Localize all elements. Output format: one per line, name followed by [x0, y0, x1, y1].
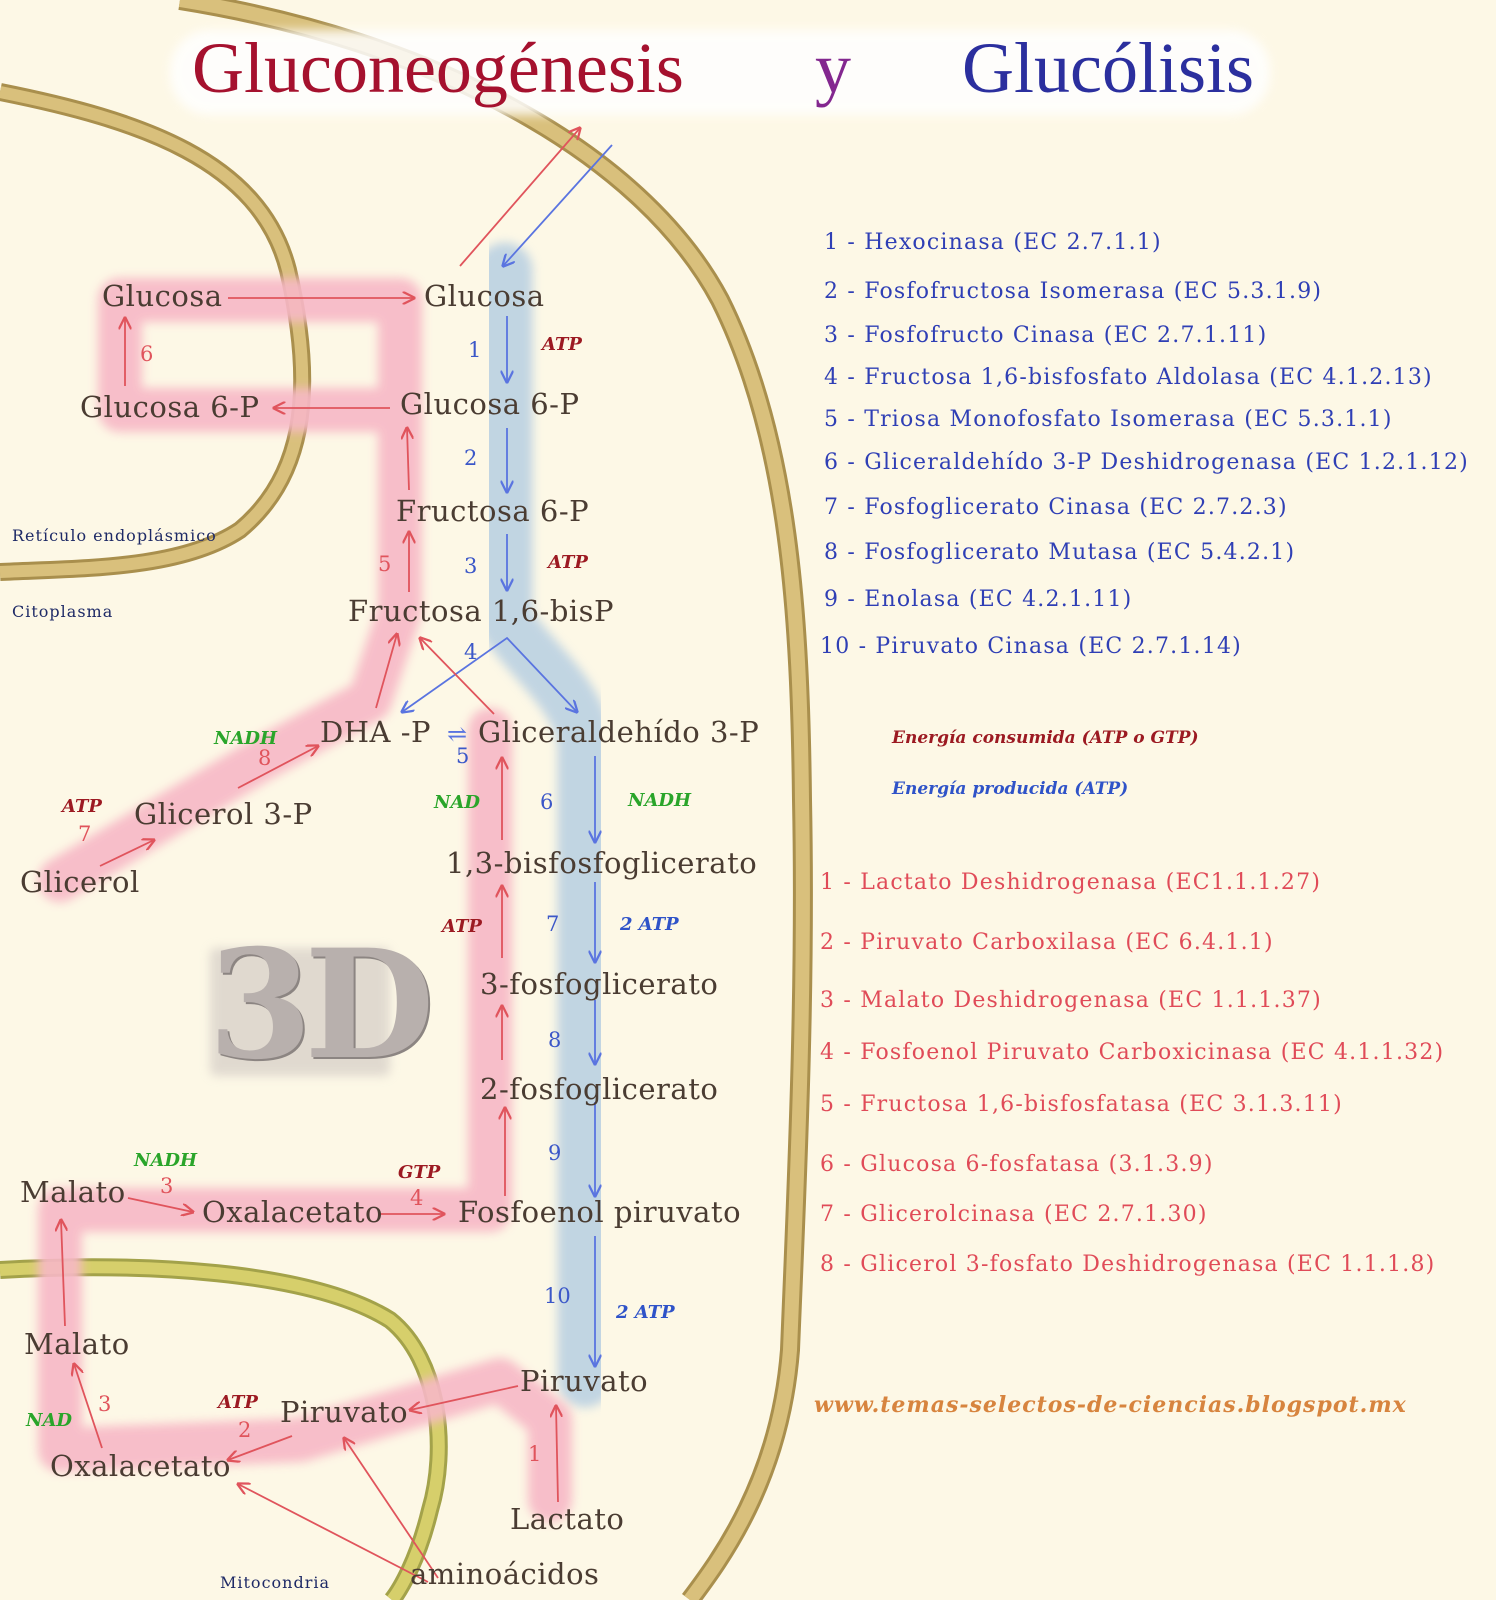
glycolysis-enzyme-item: 6 - Gliceraldehído 3-P Deshidrogenasa (E… — [824, 450, 1469, 475]
glycolysis-enzyme-item: 2 - Fosfofructosa Isomerasa (EC 5.3.1.9) — [824, 279, 1323, 304]
metabolite-dhap: DHA -P — [320, 715, 432, 749]
glycolysis-step-4: 4 — [464, 640, 478, 664]
gng-step-1: 1 — [528, 1442, 542, 1466]
legend-energy-consumed: Energía consumida (ATP o GTP) — [892, 728, 1199, 748]
gluconeogenesis-enzyme-item: 2 - Piruvato Carboxilasa (EC 6.4.1.1) — [820, 930, 1274, 955]
glycolysis-enzyme-item: 10 - Piruvato Cinasa (EC 2.7.1.14) — [820, 634, 1242, 659]
title-gluconeogenesis: Gluconeogénesis — [192, 28, 684, 108]
metabolite-2-phosphoglycerate: 2-fosfoglicerato — [480, 1072, 719, 1106]
metabolite-oxaloacetate-mitochondria: Oxalacetato — [50, 1449, 231, 1483]
glycolysis-enzyme-item: 4 - Fructosa 1,6-bisfosfato Aldolasa (EC… — [824, 365, 1433, 390]
metabolite-malate-mitochondria: Malato — [24, 1327, 130, 1361]
gluconeogenesis-enzyme-item: 3 - Malato Deshidrogenasa (EC 1.1.1.37) — [820, 988, 1322, 1013]
cofactor-gtp-pepck: GTP — [398, 1162, 441, 1183]
metabolite-glucose-6p-er: Glucosa 6-P — [80, 390, 260, 424]
glycolysis-step-9: 9 — [548, 1141, 562, 1165]
cofactor-nadh-g3pdh: NADH — [214, 728, 278, 749]
metabolite-fructose-6p: Fructosa 6-P — [396, 494, 590, 528]
cofactor-nadh-gapdh: NADH — [628, 790, 692, 811]
glycolysis-enzyme-item: 9 - Enolasa (EC 4.2.1.11) — [824, 587, 1133, 612]
gng-step-6: 6 — [140, 342, 154, 366]
gluconeogenesis-enzyme-item: 6 - Glucosa 6-fosfatasa (3.1.3.9) — [820, 1152, 1214, 1177]
metabolite-phosphoenolpyruvate: Fosfoenol piruvato — [458, 1195, 742, 1229]
gluconeogenesis-enzyme-item: 1 - Lactato Deshidrogenasa (EC1.1.1.27) — [820, 870, 1322, 895]
metabolite-glycerol-3p: Glicerol 3-P — [134, 797, 313, 831]
metabolite-glycerol: Glicerol — [20, 865, 140, 899]
region-mitochondria-label: Mitocondria — [220, 1573, 331, 1592]
title-and: y — [815, 28, 851, 108]
metabolite-13-bisphosphoglycerate: 1,3-bisfosfoglicerato — [446, 846, 758, 880]
metabolite-glucose-er: Glucosa — [102, 279, 223, 313]
cofactor-nadh-mdh: NADH — [134, 1150, 198, 1171]
glycolysis-glow — [477, 242, 613, 1408]
metabolite-aminoacids: aminoácidos — [410, 1557, 600, 1591]
cofactor-atp-pgk-gng: ATP — [442, 916, 482, 937]
glycolysis-enzyme-item: 1 - Hexocinasa (EC 2.7.1.1) — [824, 230, 1162, 255]
gng-step-5: 5 — [378, 552, 392, 576]
glycolysis-enzyme-item: 3 - Fosfofructo Cinasa (EC 2.7.1.11) — [824, 323, 1268, 348]
legend-energy-produced: Energía producida (ATP) — [892, 779, 1129, 799]
metabolite-pyruvate-mitochondria: Piruvato — [280, 1395, 409, 1429]
glycolysis-enzyme-item: 7 - Fosfoglicerato Cinasa (EC 2.7.2.3) — [824, 495, 1288, 520]
gng-step-3-mitochondria: 3 — [98, 1392, 112, 1416]
metabolite-fructose-16bp: Fructosa 1,6-bisP — [348, 594, 615, 628]
metabolite-glucose: Glucosa — [424, 279, 545, 313]
cofactor-atp-pc: ATP — [218, 1392, 258, 1413]
gluconeogenesis-enzyme-item: 4 - Fosfoenol Piruvato Carboxicinasa (EC… — [820, 1040, 1445, 1065]
metabolite-lactate: Lactato — [510, 1502, 625, 1536]
metabolite-oxaloacetate-cytoplasm: Oxalacetato — [202, 1195, 383, 1229]
region-cytoplasm-label: Citoplasma — [12, 602, 114, 621]
isomerase-equilibrium-arrow: ⇌ — [447, 720, 468, 748]
cofactor-atp-pfk: ATP — [548, 552, 588, 573]
glycolysis-step-7: 7 — [546, 912, 560, 936]
metabolite-3-phosphoglycerate: 3-fosfoglicerato — [480, 967, 719, 1001]
gng-step-8: 8 — [258, 746, 272, 770]
glycolysis-step-2: 2 — [464, 446, 478, 470]
gng-step-4: 4 — [410, 1186, 424, 1210]
glycolysis-enzyme-item: 5 - Triosa Monofosfato Isomerasa (EC 5.3… — [824, 407, 1393, 432]
gluconeogenesis-enzyme-item: 7 - Glicerolcinasa (EC 2.7.1.30) — [820, 1202, 1208, 1227]
metabolite-glucose-6p: Glucosa 6-P — [400, 387, 580, 421]
glycolysis-enzyme-item: 8 - Fosfoglicerato Mutasa (EC 5.4.2.1) — [824, 540, 1296, 565]
cofactor-atp-hexokinase: ATP — [542, 334, 582, 355]
glycolysis-step-8: 8 — [548, 1028, 562, 1052]
cofactor-nad-gapdh: NAD — [434, 792, 481, 813]
logo-3d: 3D — [208, 917, 434, 1093]
cofactor-2atp-pk: 2 ATP — [616, 1302, 675, 1323]
logo-texture — [210, 948, 390, 1076]
cofactor-2atp-pgk: 2 ATP — [620, 914, 679, 935]
cofactor-atp-glycerol-kinase: ATP — [62, 796, 102, 817]
gng-step-3-cytoplasm: 3 — [160, 1174, 174, 1198]
metabolite-malate-cytoplasm: Malato — [20, 1175, 126, 1209]
glycolysis-step-6: 6 — [540, 790, 554, 814]
metabolite-glyceraldehyde-3p: Gliceraldehído 3-P — [478, 715, 760, 749]
metabolite-pyruvate-cytoplasm: Piruvato — [520, 1364, 649, 1398]
glycolysis-step-3: 3 — [464, 554, 478, 578]
source-url: www.temas-selectos-de-ciencias.blogspot.… — [814, 1392, 1407, 1418]
er-membrane — [0, 83, 312, 581]
gluconeogenesis-enzyme-item: 5 - Fructosa 1,6-bisfosfatasa (EC 3.1.3.… — [820, 1092, 1343, 1117]
glycolysis-step-1: 1 — [468, 338, 482, 362]
gluconeogenesis-enzyme-item: 8 - Glicerol 3-fosfato Deshidrogenasa (E… — [820, 1252, 1436, 1277]
region-er-label: Retículo endoplásmico — [12, 526, 217, 545]
glycolysis-step-5: 5 — [456, 744, 470, 768]
title-glycolysis: Glucólisis — [962, 28, 1255, 108]
cofactor-nad-mdh-mito: NAD — [26, 1410, 73, 1431]
gng-step-7: 7 — [78, 822, 92, 846]
glycolysis-step-10: 10 — [544, 1284, 571, 1308]
gluconeogenesis-glow — [38, 278, 572, 1522]
gng-step-2: 2 — [238, 1418, 252, 1442]
